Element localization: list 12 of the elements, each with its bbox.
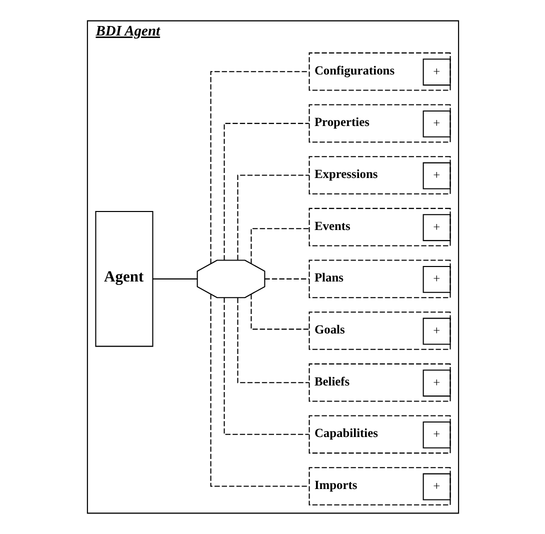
connector xyxy=(250,294,309,330)
node-box: Agent xyxy=(94,211,153,347)
connector xyxy=(223,298,308,435)
connector xyxy=(210,71,309,264)
connector xyxy=(250,228,309,264)
connector xyxy=(210,294,309,487)
connector xyxy=(236,174,309,260)
connector xyxy=(152,278,196,280)
node-octagon xyxy=(196,260,265,298)
connector xyxy=(223,122,308,260)
connector xyxy=(264,278,309,280)
connector xyxy=(236,298,309,384)
